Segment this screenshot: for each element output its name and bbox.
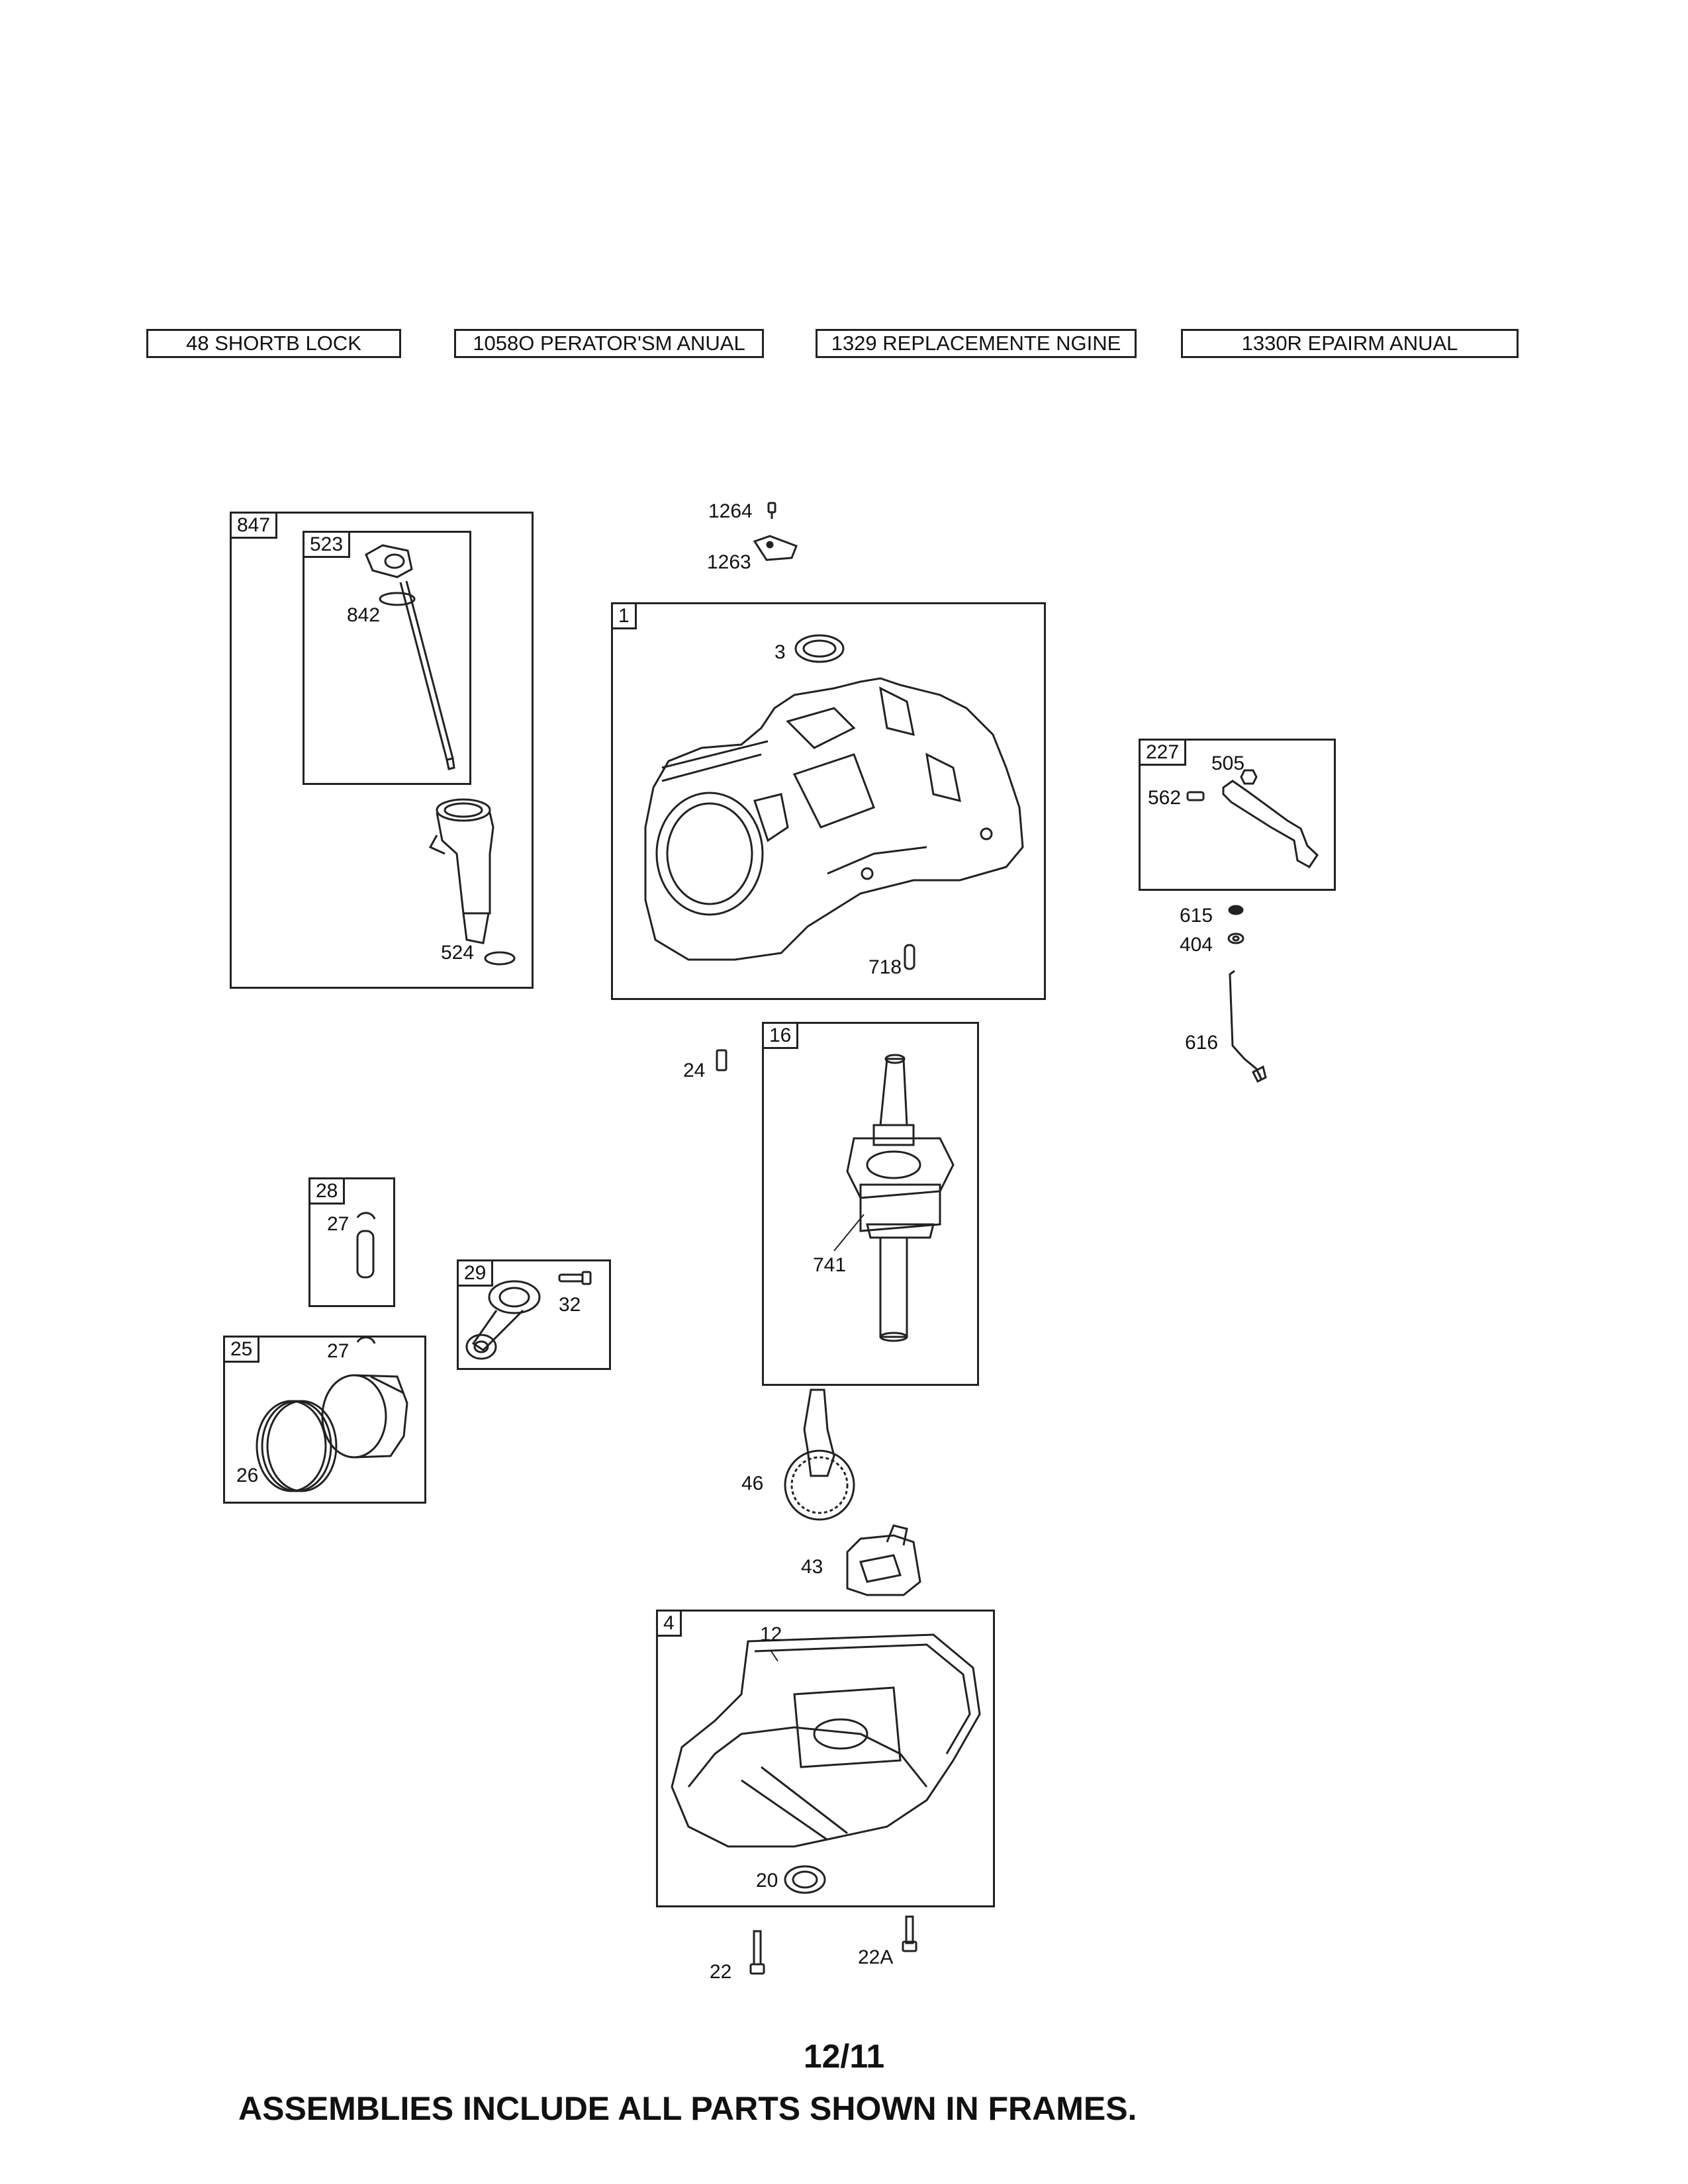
seal-3-art [794,634,845,663]
label-22: 22 [710,1961,732,1983]
label-718: 718 [868,956,902,978]
frame-1: 1 [611,602,1046,1000]
governor-43-art [846,1524,921,1596]
frame-16-tag: 16 [764,1024,799,1049]
piston-rings-26-art [256,1400,338,1492]
frame-1-tag: 1 [613,604,637,629]
label-3: 3 [774,641,786,663]
screw-1264-art [767,502,776,519]
label-20: 20 [756,1870,778,1891]
connecting-rod-29-art [465,1280,541,1360]
label-24: 24 [683,1060,706,1081]
label-562: 562 [1148,787,1182,809]
frame-25-tag: 25 [225,1338,260,1363]
ref-tab-short-block: 48 SHORTB LOCK [146,329,401,358]
frame-523: 523 [303,531,471,785]
label-27-pin: 27 [327,1213,350,1235]
frame-16: 16 [762,1022,979,1386]
frame-28: 28 [308,1177,395,1307]
label-12: 12 [760,1623,782,1645]
label-26: 26 [236,1465,259,1486]
frame-847: 847 [230,512,534,989]
frame-847-tag: 847 [232,514,278,539]
frame-29-tag: 29 [459,1261,494,1287]
seal-20-art [784,1865,826,1894]
label-32: 32 [559,1294,581,1316]
frame-227: 227 [1139,739,1336,891]
sump-4-art [671,1633,981,1848]
dowel-718-art [904,944,915,970]
dipstick-842-art [365,544,455,770]
label-1264: 1264 [708,500,753,522]
label-741: 741 [813,1254,847,1276]
label-404: 404 [1180,934,1213,956]
revision-date: 12/11 [803,2038,885,2075]
piston-25-art [321,1374,408,1459]
label-616: 616 [1185,1032,1219,1054]
lever-227-art [1186,769,1319,868]
label-842: 842 [347,604,381,626]
label-524: 524 [441,942,475,964]
link-616-art [1229,970,1262,1079]
washer-615-art [1228,905,1244,915]
label-505: 505 [1211,752,1245,774]
frame-25: 25 [223,1336,426,1504]
key-24-art [716,1049,727,1071]
engine-block-art [644,677,1024,961]
frame-29: 29 [457,1259,611,1370]
assemblies-note: ASSEMBLIES INCLUDE ALL PARTS SHOWN IN FR… [238,2090,1137,2127]
crankshaft-16-art [846,1054,955,1342]
ref-tab-repair-manual: 1330R EPAIRM ANUAL [1181,329,1519,358]
clip-27a-art [356,1212,376,1220]
label-43: 43 [801,1556,823,1578]
wrist-pin-28-art [356,1230,375,1279]
camshaft-46-art [784,1388,855,1521]
label-22A: 22A [858,1946,894,1968]
frame-28-tag: 28 [310,1179,346,1205]
label-46: 46 [741,1473,764,1494]
frame-4-tag: 4 [658,1612,682,1637]
label-615: 615 [1180,905,1213,927]
bolt-22A-art [902,1915,917,1952]
ref-tab-replacement-engine: 1329 REPLACEMENTE NGINE [816,329,1137,358]
ref-tab-operators-manual: 1058O PERATOR'SM ANUAL [454,329,764,358]
bolt-22-art [749,1930,765,1975]
frame-227-tag: 227 [1141,741,1187,766]
label-27-piston: 27 [327,1340,350,1362]
clip-27b-art [356,1336,376,1344]
frame-4: 4 [656,1610,995,1907]
dipstick-tube-524-art [428,798,516,966]
frame-523-tag: 523 [305,533,351,558]
washer-404-art [1227,933,1244,944]
label-1263: 1263 [707,551,751,573]
bolt-32-art [558,1271,592,1285]
plate-1263-art [753,535,798,561]
